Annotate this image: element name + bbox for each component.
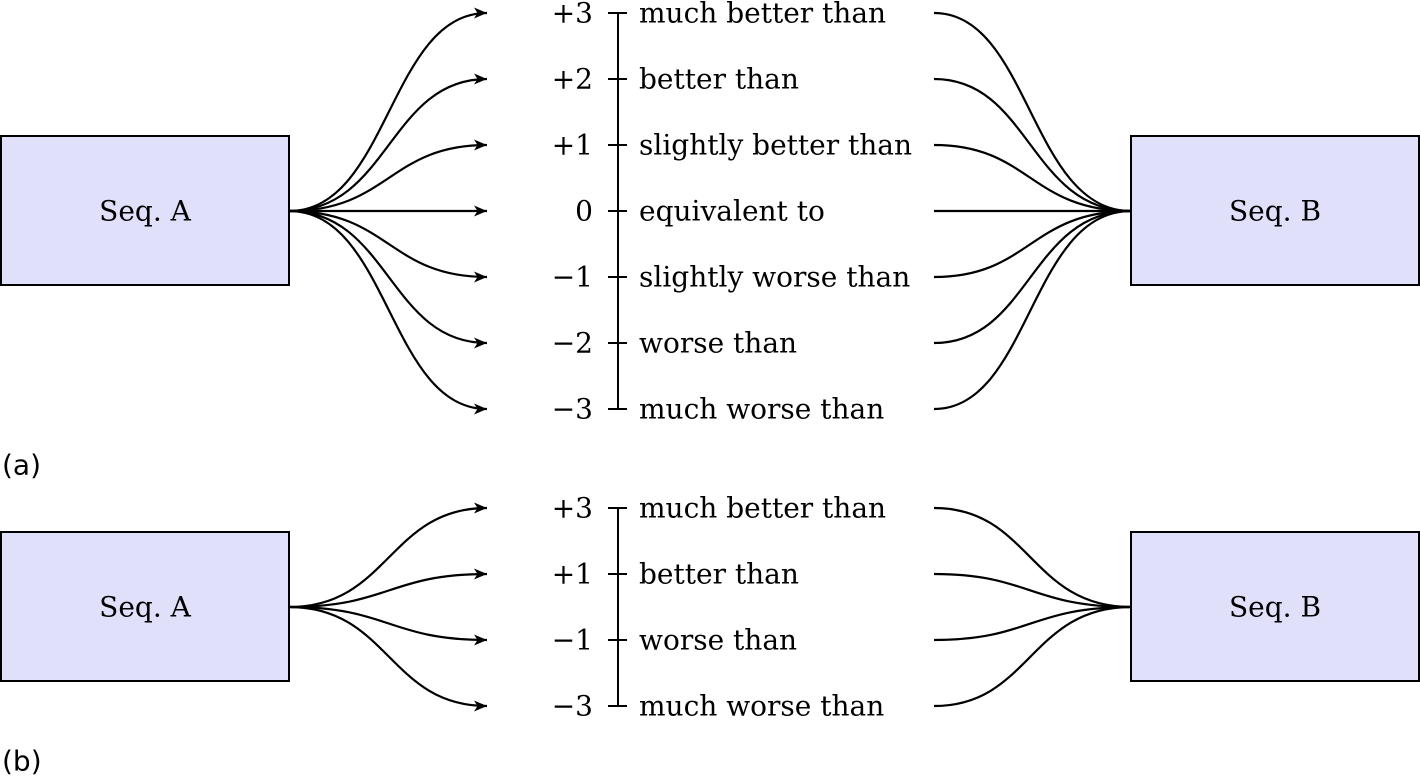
arrow-to-level-2 [288,568,488,609]
panel-a: Seq. A Seq. B [0,0,1420,482]
arrow-to-level-2 [288,73,488,213]
level-description: equivalent to [639,195,825,228]
panel-label-a: (a) [2,449,41,482]
arrows-from-seq-a [288,502,488,712]
level-description: slightly worse than [639,261,910,294]
rating-scale: +3 +1 −1 −3 much better than better than… [552,492,886,723]
arrow-to-level-1 [288,7,488,213]
seq-a-box [0,135,290,286]
score-label: 0 [575,195,593,228]
seq-b-box [1130,531,1420,682]
level-description: much better than [639,0,886,30]
score-label: +3 [552,0,593,30]
curve-level-3 [933,143,1132,213]
score-label: −3 [552,690,593,723]
arrow-to-level-3 [288,139,488,213]
level-description: much worse than [639,690,884,723]
level-description: much worse than [639,393,884,426]
seq-b-box [1130,135,1420,286]
rating-scale: +3 +2 +1 0 −1 −2 −3 much better than bet… [552,0,912,426]
score-label: −3 [552,393,593,426]
seq-b-label: Seq. B [1229,591,1321,624]
score-label: −1 [552,261,593,294]
curve-level-6 [933,209,1132,345]
seq-a-label: Seq. A [99,195,191,228]
curve-level-1 [933,506,1132,609]
arrows-from-seq-a [288,7,488,415]
score-label: +2 [552,63,593,96]
seq-a-box [0,531,290,682]
arrow-to-level-1 [288,502,488,609]
level-description: slightly better than [639,129,912,162]
curve-level-2 [933,77,1132,213]
curve-level-3 [933,605,1132,642]
curves-to-seq-b [933,506,1132,708]
level-description: better than [639,63,799,96]
panel-b: Seq. A Seq. B +3 +1 −1 −3 much better t [0,492,1420,778]
score-label: +3 [552,492,593,525]
score-label: −1 [552,624,593,657]
level-description: better than [639,558,799,591]
panel-label-b: (b) [2,745,42,778]
arrow-to-level-5 [288,209,488,283]
curve-level-1 [933,11,1132,213]
score-label: +1 [552,129,593,162]
score-label: −2 [552,327,593,360]
level-description: worse than [639,327,797,360]
curve-level-2 [933,572,1132,609]
arrow-to-level-3 [288,605,488,646]
arrow-to-level-4 [288,605,488,712]
level-description: worse than [639,624,797,657]
level-description: much better than [639,492,886,525]
curves-to-seq-b [933,11,1132,411]
arrow-to-level-6 [288,209,488,349]
curve-level-7 [933,209,1132,411]
curve-level-4 [933,605,1132,708]
curve-level-5 [933,209,1132,279]
seq-a-label: Seq. A [99,591,191,624]
seq-b-label: Seq. B [1229,195,1321,228]
score-label: +1 [552,558,593,591]
arrow-to-level-7 [288,209,488,415]
